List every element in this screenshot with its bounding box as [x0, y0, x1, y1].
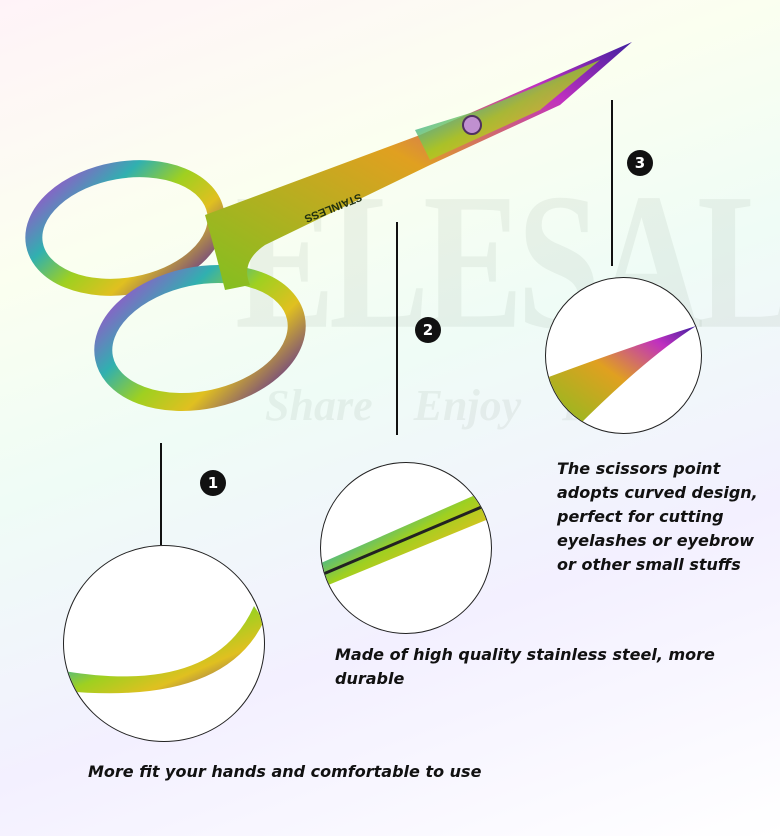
lower-handle-ring — [94, 265, 306, 411]
badge-2: 2 — [415, 317, 441, 343]
caption-3: The scissors point adopts curved design,… — [557, 459, 758, 574]
handle-detail — [64, 606, 264, 694]
detail-circle-handle — [63, 545, 265, 742]
pivot-screw — [462, 115, 482, 135]
badge-1: 1 — [200, 470, 226, 496]
callout-line-2 — [396, 222, 398, 435]
scissors-upper-blade — [415, 60, 600, 160]
tip-detail — [546, 326, 696, 433]
caption-2: Made of high quality stainless steel, mo… — [335, 645, 715, 688]
badge-3: 3 — [627, 150, 653, 176]
detail-circle-tip — [545, 277, 702, 434]
callout-line-1 — [160, 443, 162, 545]
callout-line-3 — [611, 100, 613, 266]
blade-edge — [321, 501, 491, 577]
detail-circle-blade — [320, 462, 492, 634]
caption-1: More fit your hands and comfortable to u… — [88, 762, 482, 781]
